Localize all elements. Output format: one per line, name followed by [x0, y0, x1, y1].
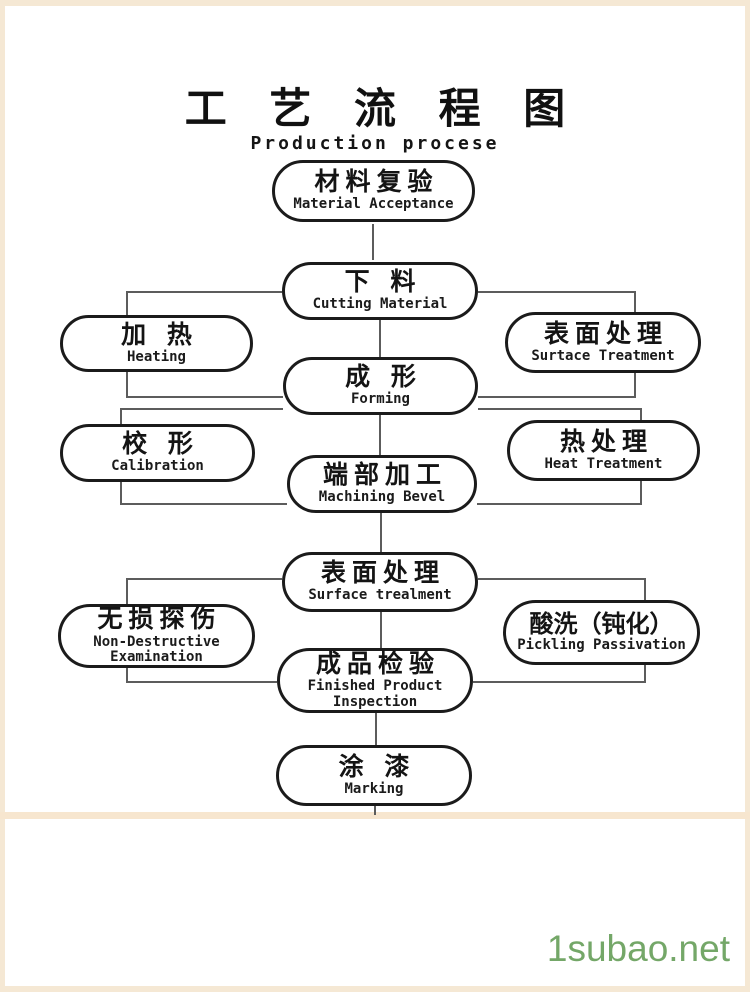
node-label-zh: 酸洗（钝化）: [529, 609, 674, 639]
node-label-zh: 表面处理: [543, 318, 668, 348]
watermark-text: 1subao.net: [546, 928, 730, 969]
node-label-en: Cutting Material: [312, 296, 448, 313]
node-material-acceptance: 材料复验 Material Acceptance: [272, 160, 475, 222]
node-label-zh: 热处理: [559, 426, 653, 456]
node-label-zh: 成品检验: [315, 648, 440, 678]
frame-left-edge: [0, 0, 5, 992]
frame-top-edge: [0, 0, 750, 6]
node-label-en: Non-Destructive Examination: [93, 633, 220, 666]
connector-line: [120, 408, 283, 410]
node-label-en: Forming: [350, 391, 410, 408]
connector-line: [126, 291, 128, 315]
connector-line: [372, 224, 374, 260]
node-label-en: Surtace Treatment: [531, 347, 675, 364]
connector-line: [477, 503, 642, 505]
connector-line: [126, 291, 282, 293]
connector-line: [473, 681, 646, 683]
node-label-zh: 下 料: [344, 267, 422, 297]
node-label-en: Pickling Passivation: [517, 637, 686, 654]
node-label-zh: 材料复验: [314, 167, 439, 197]
connector-line: [634, 373, 636, 397]
connector-line: [120, 482, 122, 504]
node-label-en: Calibration: [111, 458, 204, 475]
connector-line: [374, 806, 376, 815]
node-label-zh: 无损探伤: [97, 604, 222, 634]
connector-line: [120, 408, 122, 424]
connector-line: [644, 665, 646, 682]
page-subtitle: Production procese: [250, 133, 500, 154]
page-title: 工 艺 流 程 图: [184, 84, 580, 133]
connector-line: [640, 481, 642, 504]
node-label-en: Heating: [126, 348, 186, 365]
frame-photo-bottom-edge: [0, 812, 750, 819]
node-label-en: Surface trealment: [308, 587, 452, 604]
node-surface-treatment-top: 表面处理 Surtace Treatment: [505, 312, 701, 373]
connector-line: [126, 578, 128, 604]
node-label-en: Heat Treatment: [544, 455, 663, 472]
node-finished-product-inspection: 成品检验 Finished Product Inspection: [277, 648, 473, 713]
frame-bottom-edge: [0, 986, 750, 992]
title-block: 工 艺 流 程 图 Production procese: [0, 84, 750, 155]
node-heating: 加 热 Heating: [60, 315, 253, 372]
node-label-zh: 端部加工: [322, 460, 447, 490]
node-label-zh: 成 形: [345, 362, 422, 392]
node-label-en: Machining Bevel: [318, 489, 446, 506]
connector-line: [640, 408, 642, 420]
node-heat-treatment: 热处理 Heat Treatment: [507, 420, 700, 481]
node-surface-treatment-mid: 表面处理 Surface trealment: [282, 552, 478, 612]
node-pickling-passivation: 酸洗（钝化） Pickling Passivation: [503, 600, 700, 665]
connector-line: [478, 396, 636, 398]
connector-line: [379, 320, 381, 357]
connector-line: [478, 408, 640, 410]
connector-line: [126, 668, 128, 682]
node-marking: 涂 漆 Marking: [276, 745, 472, 806]
connector-line: [478, 578, 644, 580]
connector-line: [126, 396, 283, 398]
connector-line: [380, 612, 382, 648]
connector-line: [126, 372, 128, 397]
node-forming: 成 形 Forming: [283, 357, 478, 415]
node-label-en: Finished Product Inspection: [307, 678, 443, 710]
node-cutting-material: 下 料 Cutting Material: [282, 262, 478, 320]
connector-line: [478, 291, 636, 293]
node-label-zh: 加 热: [121, 319, 198, 349]
node-label-en: Material Acceptance: [293, 196, 454, 213]
connector-line: [126, 578, 282, 580]
connector-line: [120, 503, 287, 505]
connector-line: [375, 713, 377, 745]
connector-line: [644, 578, 646, 600]
node-label-zh: 表面处理: [320, 558, 445, 588]
node-calibration: 校 形 Calibration: [60, 424, 255, 482]
node-label-en: Marking: [344, 780, 404, 797]
connector-line: [380, 513, 382, 552]
connector-line: [634, 291, 636, 312]
node-machining-bevel: 端部加工 Machining Bevel: [287, 455, 477, 513]
connector-line: [379, 415, 381, 455]
connector-line: [126, 681, 277, 683]
node-label-zh: 涂 漆: [338, 751, 416, 781]
node-non-destructive-examination: 无损探伤 Non-Destructive Examination: [58, 604, 255, 668]
frame-right-edge: [745, 0, 750, 992]
node-label-zh: 校 形: [122, 429, 199, 459]
